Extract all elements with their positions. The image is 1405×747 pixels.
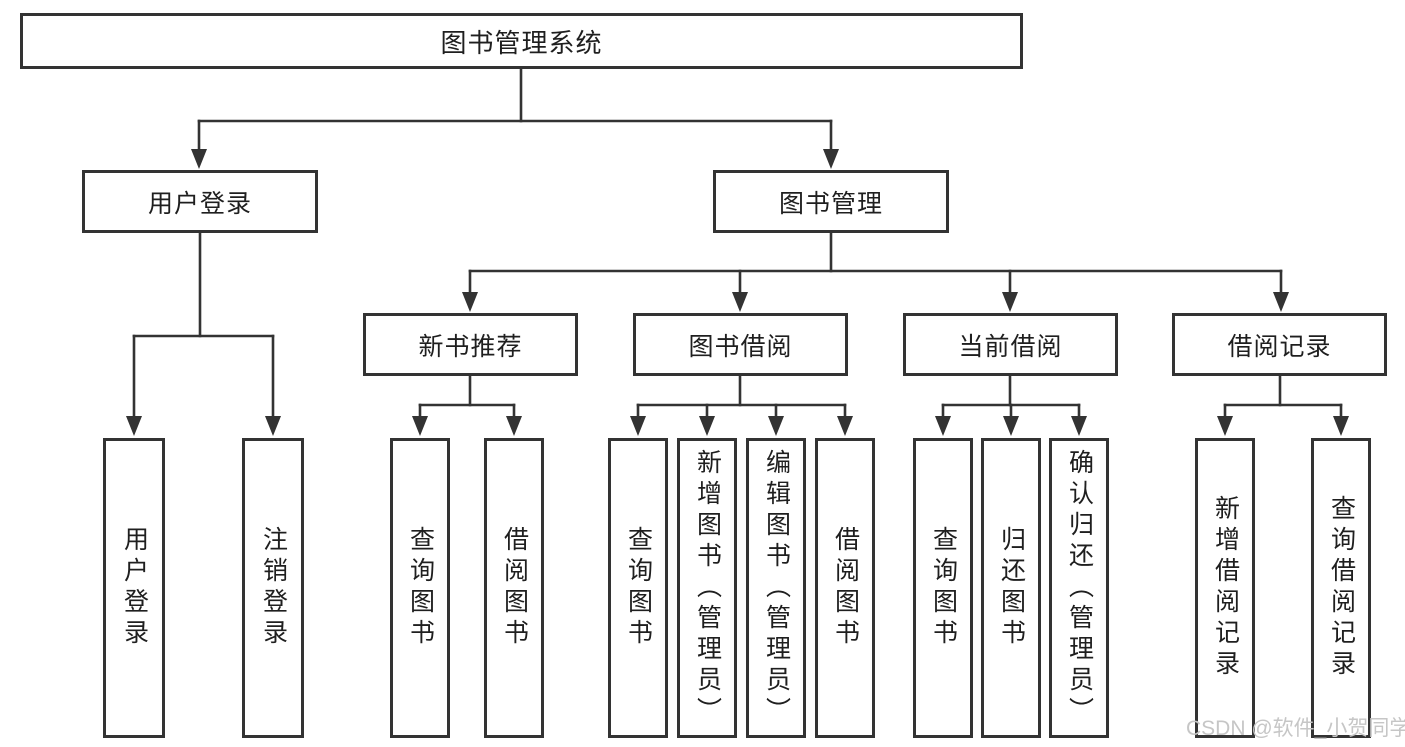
node-label: 用户登录	[120, 526, 149, 650]
leaf-add-borrow-record: 新增借阅记录	[1195, 438, 1255, 738]
node-label: 新增借阅记录	[1211, 495, 1240, 681]
leaf-borrow-books-recommend: 借阅图书	[484, 438, 544, 738]
leaf-return-books: 归还图书	[981, 438, 1041, 738]
leaf-borrow-books-borrowing: 借阅图书	[815, 438, 875, 738]
node-label: 图书管理系统	[440, 27, 603, 58]
node-borrowing-records: 借阅记录	[1172, 313, 1387, 376]
node-label: 编辑图书（管理员）	[762, 448, 791, 728]
leaf-query-books-current: 查询图书	[913, 438, 973, 738]
node-label: 图书借阅	[688, 332, 793, 361]
leaf-user-login: 用户登录	[103, 438, 165, 738]
node-label: 查询图书	[929, 526, 958, 650]
node-label: 借阅记录	[1227, 332, 1332, 361]
node-label: 注销登录	[259, 526, 288, 650]
node-book-management: 图书管理	[713, 170, 949, 233]
node-new-book-recommend: 新书推荐	[363, 313, 578, 376]
node-label: 新增图书（管理员）	[693, 448, 722, 728]
leaf-query-books-borrowing: 查询图书	[608, 438, 668, 738]
leaf-confirm-return-admin: 确认归还（管理员）	[1049, 438, 1109, 738]
leaf-add-books-admin: 新增图书（管理员）	[677, 438, 737, 738]
leaf-query-books-recommend: 查询图书	[390, 438, 450, 738]
leaf-logout-login: 注销登录	[242, 438, 304, 738]
node-label: 图书管理	[778, 189, 883, 218]
watermark: CSDN @软件_小贺同学	[1186, 717, 1405, 740]
node-label: 用户登录	[147, 189, 252, 218]
node-label: 查询图书	[406, 526, 435, 650]
leaf-query-borrow-record: 查询借阅记录	[1311, 438, 1371, 738]
node-label: 借阅图书	[831, 526, 860, 650]
node-label: 新书推荐	[418, 332, 523, 361]
node-label: 借阅图书	[500, 526, 529, 650]
node-label: 查询借阅记录	[1327, 495, 1356, 681]
node-book-borrowing: 图书借阅	[633, 313, 848, 376]
node-label: 当前借阅	[958, 332, 1063, 361]
node-label: 查询图书	[624, 526, 653, 650]
node-library-system: 图书管理系统	[20, 13, 1023, 69]
leaf-edit-books-admin: 编辑图书（管理员）	[746, 438, 806, 738]
node-current-borrowing: 当前借阅	[903, 313, 1118, 376]
node-label: 确认归还（管理员）	[1065, 448, 1094, 728]
node-label: 归还图书	[997, 526, 1026, 650]
node-user-login: 用户登录	[82, 170, 318, 233]
